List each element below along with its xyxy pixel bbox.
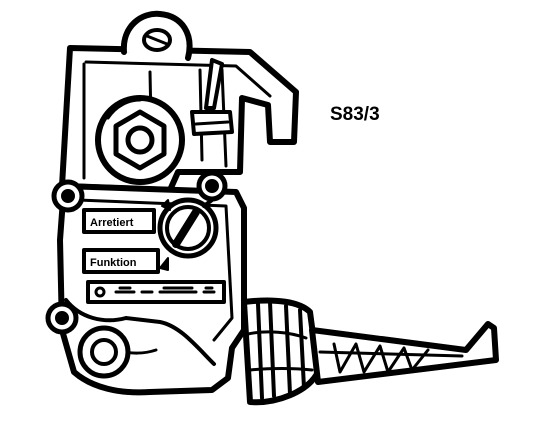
screw-top-left [51, 179, 85, 213]
operating-lever [309, 321, 499, 385]
funktion-label: Funktion [90, 257, 137, 269]
arretiert-plate [82, 208, 156, 234]
funktion-plate [82, 248, 160, 274]
funktion-arrow-mark [159, 257, 169, 271]
hex-nut-roller [95, 95, 185, 185]
rotary-lock-knob [157, 197, 219, 259]
top-eye-lug [120, 10, 193, 61]
cable-grommet [241, 297, 321, 406]
component-ref-label: S83/3 [330, 104, 380, 125]
bottom-mounting-hole [77, 325, 131, 379]
symbol-plate [86, 280, 226, 304]
screw-top-right [196, 170, 228, 202]
knob-pointer-mark [161, 199, 171, 211]
arretiert-label: Arretiert [90, 217, 134, 229]
screw-bottom-left [45, 301, 79, 335]
